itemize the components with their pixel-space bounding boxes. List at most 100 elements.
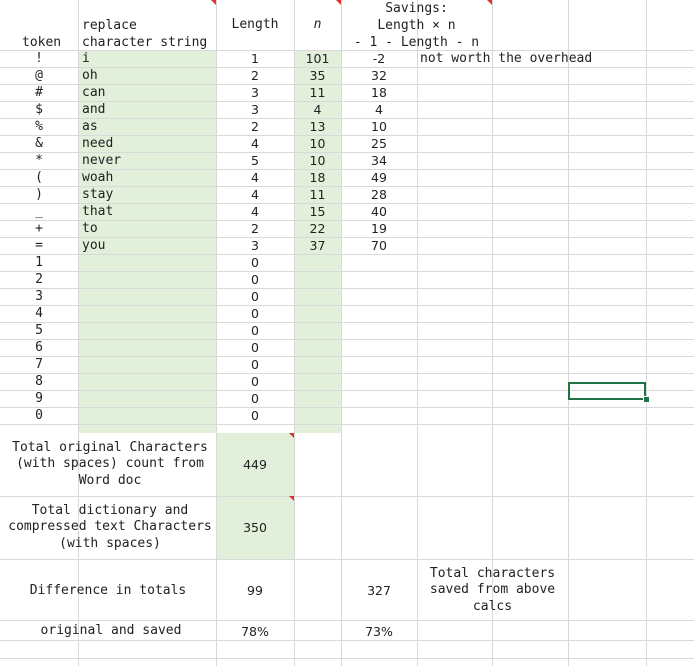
total-original-label[interactable]: Total original Characters (with spaces) … <box>12 440 208 488</box>
header-replace[interactable]: replace <box>82 18 137 33</box>
length-cell[interactable]: 0 <box>251 255 259 270</box>
length-cell[interactable]: 4 <box>251 170 259 185</box>
note-cell[interactable]: not worth the overhead <box>420 51 593 66</box>
token-cell[interactable]: 5 <box>35 323 43 338</box>
comment-marker[interactable] <box>487 0 492 5</box>
savings-cell[interactable]: 4 <box>375 102 383 117</box>
savings-cell[interactable]: 18 <box>371 85 387 100</box>
header-character-string[interactable]: character string <box>82 35 208 50</box>
length-cell[interactable]: 0 <box>251 408 259 423</box>
saved-note[interactable]: Total characters saved from above calcs <box>429 566 556 614</box>
comment-marker[interactable] <box>289 433 294 438</box>
header-n[interactable]: n <box>313 17 322 32</box>
n-cell[interactable]: 10 <box>309 136 326 151</box>
token-cell[interactable]: 0 <box>35 408 43 423</box>
n-cell[interactable]: 35 <box>309 68 326 83</box>
savings-cell[interactable]: 32 <box>371 68 387 83</box>
replace-string-cell[interactable]: woah <box>82 170 114 185</box>
token-cell[interactable]: * <box>35 153 43 168</box>
token-cell[interactable]: 9 <box>35 391 43 406</box>
comment-marker[interactable] <box>289 496 294 501</box>
length-cell[interactable]: 0 <box>251 374 259 389</box>
replace-string-cell[interactable]: to <box>82 221 98 236</box>
replace-string-cell[interactable]: you <box>82 238 106 253</box>
token-cell[interactable]: ! <box>35 51 43 66</box>
token-cell[interactable]: 2 <box>35 272 43 287</box>
length-cell[interactable]: 2 <box>251 119 259 134</box>
token-cell[interactable]: _ <box>35 204 43 219</box>
replace-string-cell[interactable]: that <box>82 204 114 219</box>
n-cell[interactable]: 22 <box>309 221 326 236</box>
n-cell[interactable]: 11 <box>309 85 326 100</box>
length-cell[interactable]: 0 <box>251 391 259 406</box>
savings-cell[interactable]: -2 <box>372 51 386 66</box>
savings-cell[interactable]: 10 <box>371 119 387 134</box>
token-cell[interactable]: 1 <box>35 255 43 270</box>
length-cell[interactable]: 0 <box>251 272 259 287</box>
token-cell[interactable]: 7 <box>35 357 43 372</box>
token-cell[interactable]: = <box>35 238 43 253</box>
ratio-savings[interactable]: 73% <box>365 624 393 639</box>
ratio-label[interactable]: original and saved <box>40 623 182 638</box>
replace-string-cell[interactable]: can <box>82 85 106 100</box>
replace-string-cell[interactable]: oh <box>82 68 98 83</box>
token-cell[interactable]: 3 <box>35 289 43 304</box>
n-cell[interactable]: 11 <box>309 187 326 202</box>
length-cell[interactable]: 4 <box>251 204 259 219</box>
length-cell[interactable]: 4 <box>251 187 259 202</box>
length-cell[interactable]: 3 <box>251 85 259 100</box>
header-savings-formula-2[interactable]: - 1 - Length - n <box>353 35 480 50</box>
total-original-value[interactable]: 449 <box>243 457 267 472</box>
length-cell[interactable]: 0 <box>251 306 259 321</box>
n-cell[interactable]: 10 <box>309 153 326 168</box>
n-cell[interactable]: 101 <box>305 51 330 66</box>
n-cell[interactable]: 15 <box>309 204 326 219</box>
length-cell[interactable]: 4 <box>251 136 259 151</box>
difference-value[interactable]: 99 <box>247 583 263 598</box>
savings-cell[interactable]: 28 <box>371 187 387 202</box>
n-cell[interactable]: 18 <box>309 170 326 185</box>
token-cell[interactable]: @ <box>35 68 43 83</box>
token-cell[interactable]: 6 <box>35 340 43 355</box>
token-cell[interactable]: 8 <box>35 374 43 389</box>
savings-cell[interactable]: 25 <box>371 136 387 151</box>
n-cell[interactable]: 4 <box>313 102 322 117</box>
length-cell[interactable]: 2 <box>251 68 259 83</box>
length-cell[interactable]: 0 <box>251 340 259 355</box>
comment-marker[interactable] <box>336 0 341 5</box>
length-cell[interactable]: 3 <box>251 238 259 253</box>
token-cell[interactable]: + <box>35 221 43 236</box>
token-cell[interactable]: & <box>35 136 43 151</box>
length-cell[interactable]: 1 <box>251 51 259 66</box>
token-cell[interactable]: $ <box>35 102 43 117</box>
header-savings-formula[interactable]: Length × n <box>377 18 456 33</box>
n-cell[interactable]: 37 <box>309 238 326 253</box>
replace-string-cell[interactable]: never <box>82 153 122 168</box>
savings-cell[interactable]: 34 <box>371 153 387 168</box>
header-token[interactable]: token <box>22 35 62 50</box>
n-cell[interactable]: 13 <box>309 119 326 134</box>
savings-cell[interactable]: 40 <box>371 204 387 219</box>
active-cell-selection[interactable] <box>568 382 646 400</box>
difference-savings[interactable]: 327 <box>367 583 391 598</box>
replace-string-cell[interactable]: and <box>82 102 106 117</box>
savings-cell[interactable]: 49 <box>371 170 387 185</box>
length-cell[interactable]: 5 <box>251 153 259 168</box>
token-cell[interactable]: % <box>35 119 43 134</box>
replace-string-cell[interactable]: i <box>82 51 90 66</box>
savings-cell[interactable]: 70 <box>371 238 387 253</box>
replace-string-cell[interactable]: need <box>82 136 114 151</box>
total-compressed-value[interactable]: 350 <box>243 520 267 535</box>
fill-handle[interactable] <box>643 396 650 403</box>
length-cell[interactable]: 0 <box>251 357 259 372</box>
comment-marker[interactable] <box>211 0 216 5</box>
length-cell[interactable]: 0 <box>251 289 259 304</box>
total-compressed-label[interactable]: Total dictionary and compressed text Cha… <box>8 503 212 551</box>
token-cell[interactable]: ( <box>35 170 43 185</box>
savings-cell[interactable]: 19 <box>371 221 387 236</box>
ratio-value[interactable]: 78% <box>241 624 269 639</box>
token-cell[interactable]: ) <box>35 187 43 202</box>
length-cell[interactable]: 2 <box>251 221 259 236</box>
replace-string-cell[interactable]: as <box>82 119 98 134</box>
